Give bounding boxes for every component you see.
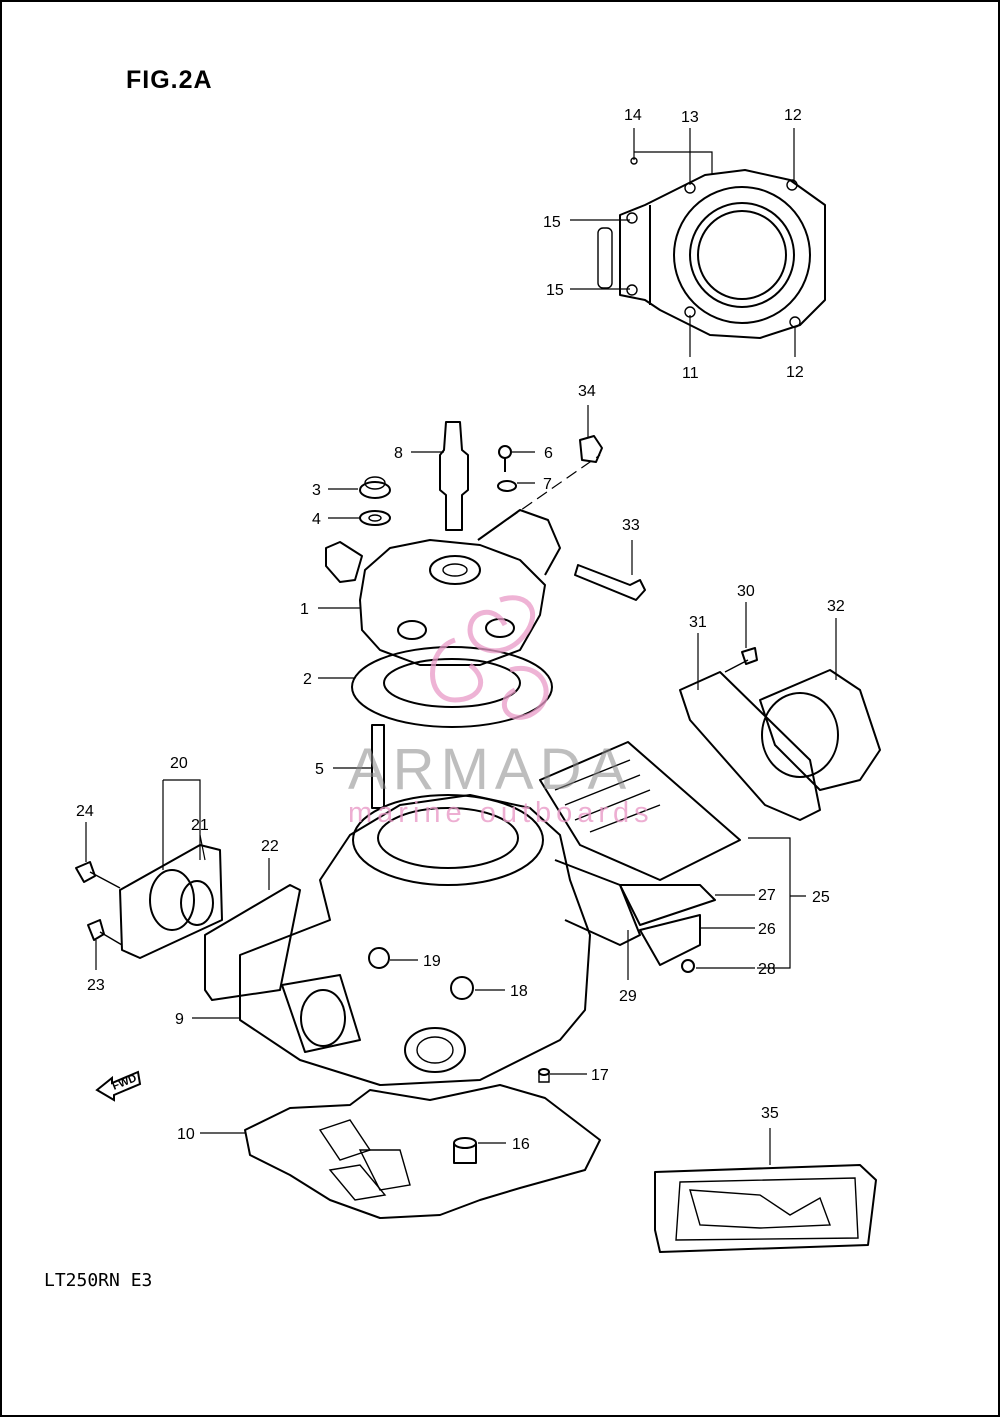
- callout-27: 27: [758, 887, 776, 904]
- callout-26: 26: [758, 921, 776, 938]
- callout-9: 9: [175, 1011, 184, 1028]
- callout-1: 1: [300, 601, 309, 618]
- callout-7: 7: [543, 476, 552, 493]
- callout-10: 10: [177, 1126, 195, 1143]
- base-gasket: [244, 1068, 601, 1219]
- exhaust-parts: [75, 844, 301, 1001]
- callout-16: 16: [512, 1136, 530, 1153]
- callout-18: 18: [510, 983, 528, 1000]
- callout-20: 20: [170, 755, 188, 772]
- callout-15-bottom: 15: [546, 282, 564, 299]
- callout-25: 25: [812, 889, 830, 906]
- callout-33: 33: [622, 517, 640, 534]
- callout-30: 30: [737, 583, 755, 600]
- callout-28: 28: [758, 961, 776, 978]
- callout-12-bottom: 12: [786, 364, 804, 381]
- callout-31: 31: [689, 614, 707, 631]
- callout-21: 21: [191, 817, 209, 834]
- callout-32: 32: [827, 598, 845, 615]
- callout-11: 11: [682, 365, 699, 382]
- intake-assembly: [539, 647, 881, 973]
- cylinder-head: [325, 509, 561, 666]
- callout-4: 4: [312, 511, 321, 528]
- callout-2: 2: [303, 671, 312, 688]
- watermark-brand: ARMADA: [348, 737, 633, 802]
- head-gasket-detail: [597, 157, 826, 339]
- callout-labels: 3 4 1 2 5 6 7 8 9 10 11 12 12 13 14 15 1…: [76, 107, 845, 1153]
- gasket-set: [654, 1164, 877, 1253]
- callout-8: 8: [394, 445, 403, 462]
- callout-13: 13: [681, 109, 699, 126]
- fwd-arrow: FWD: [95, 1070, 142, 1102]
- callout-23: 23: [87, 977, 105, 994]
- watermark-tagline: marine outboards: [348, 797, 654, 829]
- watermark-logo: [430, 595, 549, 720]
- callout-6: 6: [544, 445, 553, 462]
- callout-35: 35: [761, 1105, 779, 1122]
- callout-24: 24: [76, 803, 94, 820]
- callout-17: 17: [591, 1067, 609, 1084]
- callout-14: 14: [624, 107, 642, 124]
- callout-22: 22: [261, 838, 279, 855]
- model-code: LT250RN E3: [44, 1270, 153, 1291]
- head-gasket: [351, 646, 553, 728]
- cylinder-block: [239, 794, 641, 1086]
- callout-5: 5: [315, 761, 324, 778]
- callout-15-top: 15: [543, 214, 561, 231]
- callout-12-top: 12: [784, 107, 802, 124]
- callout-3: 3: [312, 482, 321, 499]
- leader-lines: [85, 128, 837, 1165]
- callout-29: 29: [619, 988, 637, 1005]
- callout-34: 34: [578, 383, 596, 400]
- small-parts: [359, 421, 646, 809]
- figure-title: FIG.2A: [126, 66, 213, 94]
- callout-19: 19: [423, 953, 441, 970]
